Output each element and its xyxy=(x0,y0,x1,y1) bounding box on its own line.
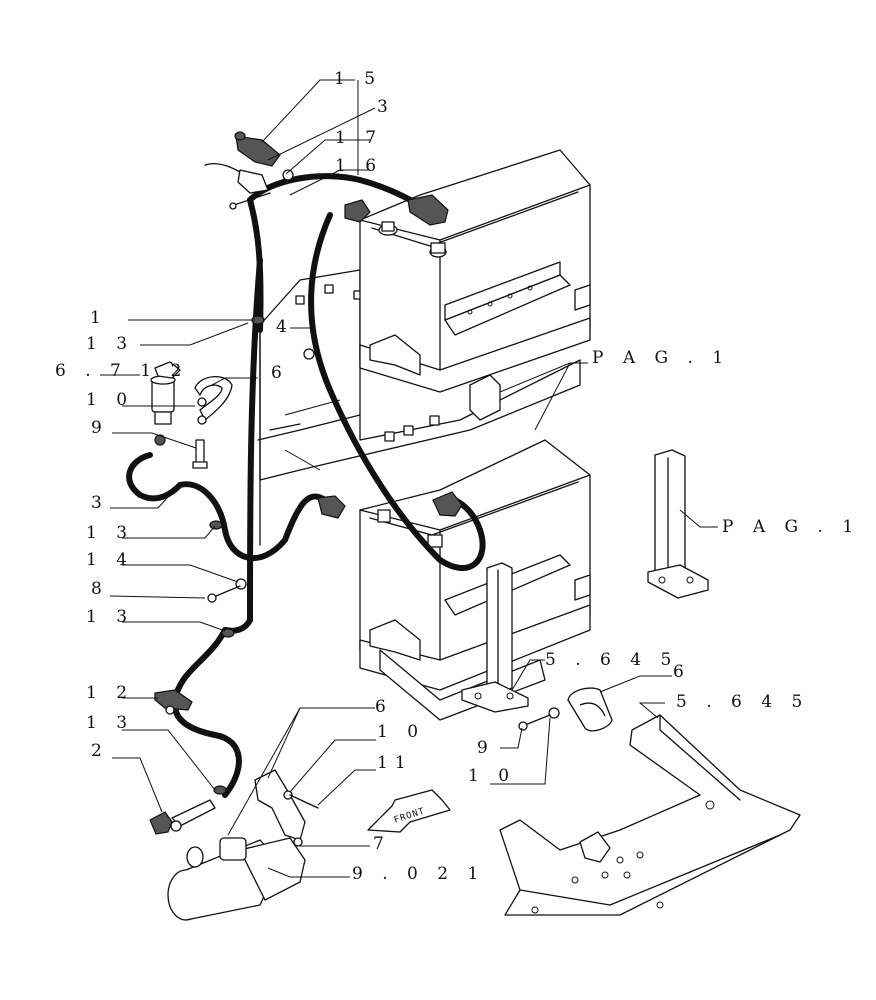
callout-6-a: 6 xyxy=(271,363,289,383)
callout-pag1-b: P A G . 1 xyxy=(722,517,860,537)
battery-terminal-top xyxy=(317,194,463,519)
stand-right xyxy=(647,449,709,599)
callout-10-c: 1 0 xyxy=(468,766,516,786)
callout-3: 3 xyxy=(91,493,109,513)
battery-clamp-parts xyxy=(204,131,294,210)
callout-1: 1 xyxy=(90,308,108,328)
stand-center xyxy=(461,562,529,713)
callout-13-a: 1 3 xyxy=(86,334,134,354)
callout-9021: 9 . 0 2 1 xyxy=(352,864,485,884)
front-arrow: FRONT xyxy=(367,789,451,833)
callout-9-a: 9 xyxy=(91,418,109,438)
cable-clips xyxy=(154,315,265,795)
chassis-frame xyxy=(499,714,801,916)
callout-6-c: 6 xyxy=(673,662,691,682)
callout-pag1-a: P A G . 1 xyxy=(592,348,730,368)
callout-7: 7 xyxy=(373,834,391,854)
callout-11: 11 xyxy=(377,753,413,773)
callout-13-b: 1 3 xyxy=(86,523,134,543)
callout-labels: 1 5 3 1 7 1 6 1 1 3 4 6 . 7 1 2 6 1 0 9 … xyxy=(55,69,860,884)
callout-13-d: 1 3 xyxy=(86,713,134,733)
upper-battery xyxy=(359,149,591,393)
bolt-9a xyxy=(154,434,208,469)
battery-tray xyxy=(257,269,581,546)
lower-battery xyxy=(359,439,591,721)
callout-10-b: 1 0 xyxy=(377,722,425,742)
bolt-8-14 xyxy=(207,578,247,603)
starter-motor xyxy=(167,769,319,921)
callout-9-b: 9 xyxy=(477,738,495,758)
key-switch xyxy=(150,361,181,425)
callout-15: 1 5 xyxy=(334,69,382,89)
callout-17: 1 7 xyxy=(335,128,383,148)
callout-4: 4 xyxy=(276,317,294,337)
callout-8: 8 xyxy=(91,579,109,599)
leader-lines xyxy=(100,79,718,878)
callout-10-a: 1 0 xyxy=(86,390,134,410)
terminal-2 xyxy=(149,799,216,835)
callout-5645-a: 5 . 6 4 5 xyxy=(545,650,678,670)
callout-13-c: 1 3 xyxy=(86,607,134,627)
cable-main xyxy=(126,173,486,798)
strap-6c xyxy=(518,687,613,732)
callout-16: 1 6 xyxy=(335,156,383,176)
callout-12: 1 2 xyxy=(86,683,134,703)
callout-3-top: 3 xyxy=(377,97,395,117)
callout-2: 2 xyxy=(91,741,109,761)
callout-6712: 6 . 7 1 2 xyxy=(55,361,188,381)
callout-5645-b: 5 . 6 4 5 xyxy=(676,692,809,712)
callout-14: 1 4 xyxy=(86,550,134,570)
callout-6-b: 6 xyxy=(375,697,393,717)
